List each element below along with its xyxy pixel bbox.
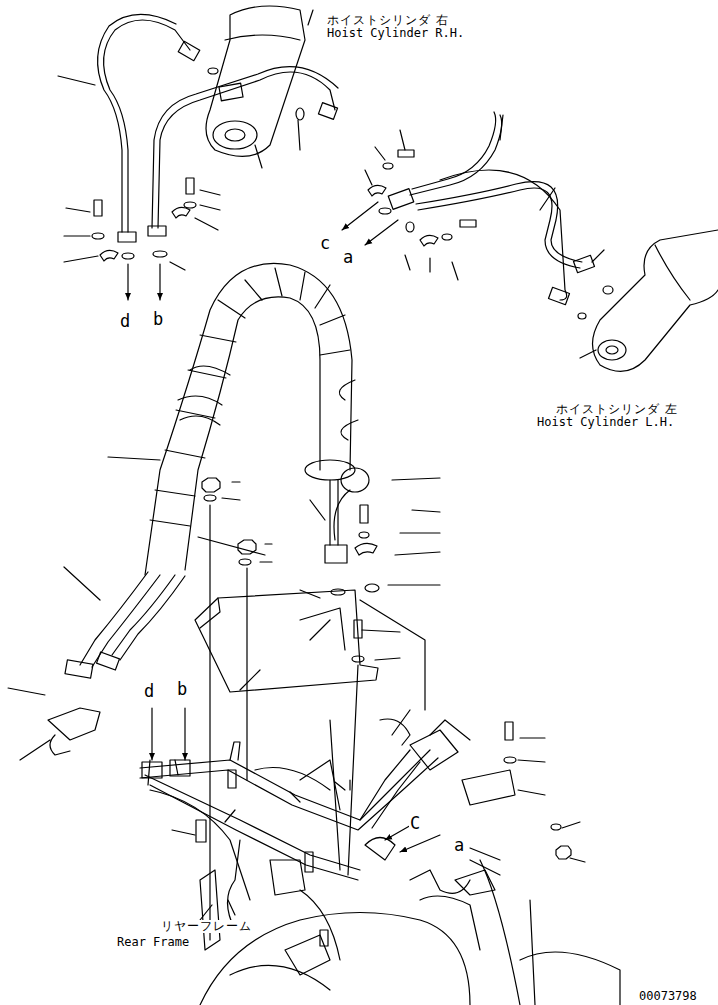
connection-letter: c — [319, 234, 331, 252]
connection-letter: b — [152, 310, 164, 328]
connection-letter: d — [143, 682, 155, 700]
drawing-number: 00073798 — [638, 990, 698, 1003]
connection-letter: a — [453, 836, 465, 854]
connection-letter: d — [119, 312, 131, 330]
connection-letter: a — [342, 248, 354, 266]
part-name-jp: ホイストシリンダ 左 — [555, 403, 679, 416]
part-name-jp: リヤーフレーム — [160, 920, 253, 933]
part-name-en: Rear Frame — [116, 936, 190, 949]
connection-letter: b — [176, 680, 188, 698]
connection-letter: C — [409, 814, 421, 832]
part-name-jp: ホイストシリンダ 右 — [326, 14, 450, 27]
part-name-en: Hoist Cylinder R.H. — [326, 27, 465, 40]
part-name-en: Hoist Cylinder L.H. — [536, 416, 675, 429]
